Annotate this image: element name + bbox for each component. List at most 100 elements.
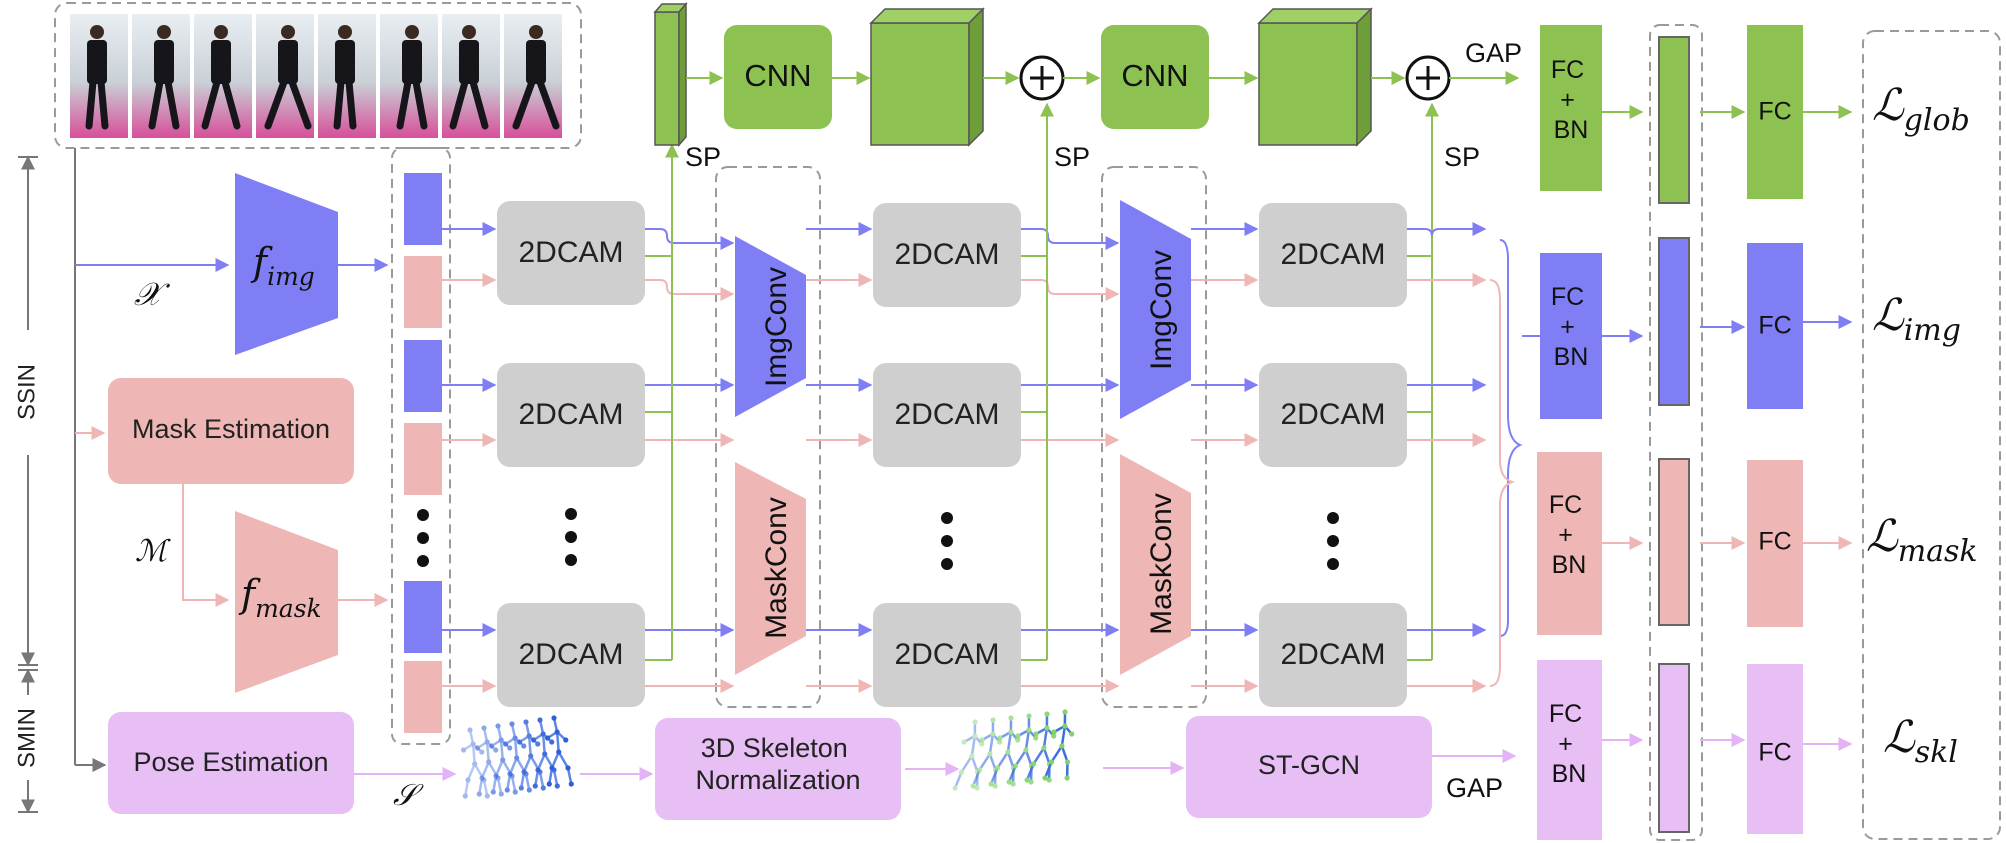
svg-text:MaskConv: MaskConv bbox=[1145, 493, 1178, 635]
conv-stage-1-container bbox=[715, 166, 821, 708]
part-features bbox=[404, 173, 442, 733]
mask-estimation-label: Mask Estimation bbox=[132, 414, 330, 444]
loss-img: ℒimg bbox=[1872, 290, 1961, 348]
img-conv-2 bbox=[1120, 200, 1191, 419]
cam2-to-conv2-arrows bbox=[1021, 228, 1120, 693]
loss-mask: ℒmask bbox=[1866, 511, 1978, 569]
fc-glob: FC bbox=[1747, 25, 1803, 199]
svg-text:2DCAM: 2DCAM bbox=[894, 398, 999, 431]
input-frames bbox=[70, 14, 562, 138]
input-frame bbox=[132, 14, 190, 138]
svg-text:CNN: CNN bbox=[744, 58, 811, 93]
svg-text:2DCAM: 2DCAM bbox=[518, 236, 623, 269]
pose-estimation-box bbox=[108, 712, 354, 814]
svg-text:CNN: CNN bbox=[1121, 58, 1188, 93]
input-frame bbox=[380, 14, 438, 138]
fc-img: FC bbox=[1747, 243, 1803, 409]
svg-text:FC + BN: FC + BN bbox=[1551, 283, 1591, 371]
conv-stage-2-container bbox=[1101, 166, 1207, 708]
embedding-to-fc-arrows bbox=[1700, 105, 1746, 747]
svg-text:2DCAM: 2DCAM bbox=[894, 638, 999, 671]
stgcn-label: ST-GCN bbox=[1258, 750, 1360, 780]
svg-text:FC: FC bbox=[1758, 98, 1791, 126]
part-to-cam-arrows bbox=[442, 222, 497, 693]
cam3-to-sp-green-arrows bbox=[1407, 102, 1439, 661]
svg-text:FC: FC bbox=[1758, 528, 1791, 556]
loss-skl: ℒskl bbox=[1883, 712, 1958, 770]
svg-text:MaskConv: MaskConv bbox=[760, 497, 793, 639]
ssin-label: SSIN bbox=[13, 364, 40, 420]
stgcn-box bbox=[1186, 716, 1432, 818]
svg-text:2DCAM: 2DCAM bbox=[1280, 638, 1385, 671]
mask-conv-2 bbox=[1120, 454, 1191, 675]
sp-label-3: SP bbox=[1444, 142, 1480, 172]
input-frame bbox=[442, 14, 500, 138]
skeleton-normalization-box bbox=[655, 718, 901, 820]
loss-container bbox=[1862, 30, 2001, 840]
svg-text:ImgConv: ImgConv bbox=[760, 267, 793, 387]
f-mask-encoder bbox=[235, 511, 338, 693]
cam3-out-arrows bbox=[1407, 222, 1487, 693]
cam-stage-3: 2DCAM 2DCAM 2DCAM bbox=[1259, 203, 1407, 707]
pose-estimation-label: Pose Estimation bbox=[133, 747, 328, 777]
smin-bracket bbox=[18, 668, 38, 814]
embeddings bbox=[1658, 36, 1690, 833]
conv2-to-cam3-arrows bbox=[1191, 222, 1259, 693]
sp-label-1: SP bbox=[685, 142, 721, 172]
skeleton-pose bbox=[475, 725, 504, 797]
svg-text:FC + BN: FC + BN bbox=[1549, 700, 1589, 788]
fc-bn-glob: FC + BN bbox=[1540, 25, 1602, 191]
symbol-x: 𝒳 bbox=[134, 275, 171, 313]
skeleton-pose bbox=[952, 719, 985, 791]
symbol-s: 𝒮 bbox=[393, 778, 424, 813]
smin-label: SMIN bbox=[13, 708, 40, 768]
svg-text:FC + BN: FC + BN bbox=[1549, 491, 1589, 579]
symbol-m: ℳ bbox=[135, 534, 171, 569]
mask-estimation-arrow bbox=[182, 484, 230, 607]
skeleton-pose bbox=[461, 727, 490, 799]
loss-glob: ℒglob bbox=[1872, 80, 1970, 138]
input-trunk-arrows bbox=[74, 148, 230, 772]
cam-stage-1: 2DCAM 2DCAM 2DCAM bbox=[497, 201, 645, 707]
cam-stage-2: 2DCAM 2DCAM 2DCAM bbox=[873, 203, 1021, 707]
skeleton-normalization-label: 3D Skeleton Normalization bbox=[695, 733, 860, 795]
svg-text:2DCAM: 2DCAM bbox=[1280, 238, 1385, 271]
svg-text:2DCAM: 2DCAM bbox=[518, 638, 623, 671]
skeleton-sequence-normalized bbox=[952, 709, 1075, 791]
gap-label-bottom: GAP bbox=[1446, 773, 1503, 803]
svg-text:2DCAM: 2DCAM bbox=[1280, 398, 1385, 431]
merge-braces bbox=[1489, 239, 1523, 687]
svg-text:2DCAM: 2DCAM bbox=[518, 398, 623, 431]
img-conv-1 bbox=[735, 236, 806, 417]
skeleton-pose bbox=[1042, 709, 1075, 781]
skeleton-pose bbox=[531, 717, 560, 789]
skeleton-pose bbox=[545, 715, 574, 787]
input-frame bbox=[194, 14, 252, 138]
cam1-to-sp-green-arrows bbox=[645, 143, 679, 661]
mask-estimation-box bbox=[108, 378, 354, 484]
input-frame bbox=[318, 14, 376, 138]
f-img-label: fimg bbox=[250, 240, 315, 291]
mask-conv-1 bbox=[735, 462, 806, 675]
skeleton-sequence-raw bbox=[461, 715, 574, 799]
cam1-to-conv1-arrows bbox=[645, 228, 735, 693]
input-frame bbox=[504, 14, 562, 138]
svg-text:2DCAM: 2DCAM bbox=[894, 238, 999, 271]
input-frame bbox=[256, 14, 314, 138]
fcbn-to-embedding-arrows bbox=[1602, 105, 1644, 747]
fc-bn-img: FC + BN bbox=[1540, 253, 1602, 419]
sp-label-2: SP bbox=[1054, 142, 1090, 172]
f-img-encoder bbox=[235, 173, 338, 355]
skeleton-pose bbox=[1006, 713, 1039, 785]
input-frame bbox=[70, 14, 128, 138]
fc-bn-mask: FC + BN bbox=[1537, 452, 1602, 635]
svg-text:FC: FC bbox=[1758, 739, 1791, 767]
conv1-to-cam2-arrows bbox=[806, 222, 873, 693]
skeleton-pose bbox=[503, 721, 532, 793]
ssin-bracket bbox=[18, 155, 38, 667]
f-mask-label: fmask bbox=[238, 572, 322, 623]
svg-text:GAP: GAP bbox=[1465, 38, 1522, 68]
fc-skl: FC bbox=[1747, 664, 1803, 834]
top-global-branch: CNN CNN GAP bbox=[653, 2, 1522, 147]
